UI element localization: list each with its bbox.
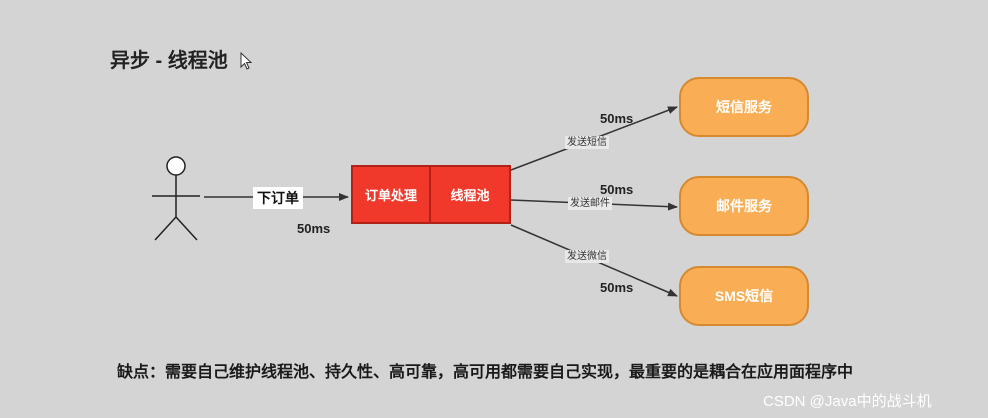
thread-pool-label: 线程池 <box>450 188 490 203</box>
sms-sms-service-label: SMS短信 <box>714 288 774 304</box>
edge-label-wechat: 发送微信 <box>565 250 609 263</box>
drawbacks-note: 缺点：需要自己维护线程池、持久性、高可靠，高可用都需要自己实现，最重要的是耦合在… <box>117 364 854 381</box>
thread-pool-box: 线程池 <box>429 165 511 224</box>
order-time: 50ms <box>297 221 331 236</box>
sms-service-label: 短信服务 <box>716 99 772 115</box>
sms-service-node: 短信服务 <box>679 77 809 137</box>
edge-time-wechat: 50ms <box>600 280 634 295</box>
edge-time-sms: 50ms <box>600 111 634 126</box>
order-process-label: 订单处理 <box>364 188 417 203</box>
sms-sms-service-node: SMS短信 <box>679 266 809 326</box>
mouse-pointer-icon <box>240 52 253 70</box>
edge-time-mail: 50ms <box>600 182 634 197</box>
edge-label-mail: 发送邮件 <box>568 197 612 210</box>
edge-label-sms: 发送短信 <box>565 136 609 149</box>
order-label: 下订单 <box>253 187 303 209</box>
mail-service-node: 邮件服务 <box>679 176 809 236</box>
diagram-title: 异步 - 线程池 <box>110 50 228 72</box>
mail-service-label: 邮件服务 <box>716 198 772 214</box>
stick-figure-icon <box>152 156 200 241</box>
watermark: CSDN @Java中的战斗机 <box>763 393 932 410</box>
order-process-box: 订单处理 <box>351 165 431 224</box>
